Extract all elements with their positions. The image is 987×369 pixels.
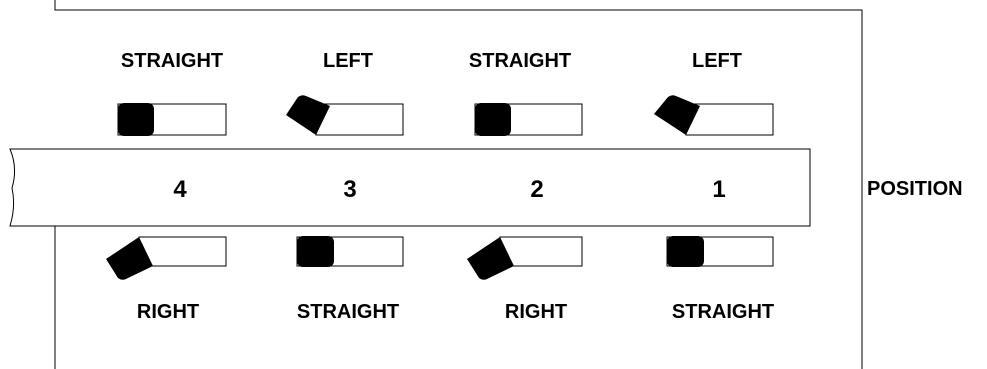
switch-2-top-label: STRAIGHT bbox=[469, 50, 571, 72]
switch-3-top-label: LEFT bbox=[323, 50, 373, 72]
switch-1-bottom-toggle-straight[interactable] bbox=[666, 236, 774, 267]
switch-3-bottom-label: STRAIGHT bbox=[297, 301, 399, 323]
switch-3-top-toggle-left[interactable] bbox=[286, 95, 404, 136]
switch-1-top-toggle-left[interactable] bbox=[654, 95, 774, 136]
switch-rail-bar bbox=[9, 148, 811, 227]
switch-2-top-toggle-straight[interactable] bbox=[474, 103, 583, 136]
switch-4-number: 4 bbox=[173, 176, 187, 203]
switch-2-number: 2 bbox=[530, 176, 543, 203]
switch-1-top-label: LEFT bbox=[692, 50, 742, 72]
switch-4-top-toggle-straight[interactable] bbox=[117, 103, 227, 136]
switch-2-bottom-toggle-right[interactable] bbox=[467, 236, 583, 280]
position-label: POSITION bbox=[867, 178, 963, 200]
switch-3-number: 3 bbox=[343, 176, 356, 203]
panel-frame bbox=[54, 0, 863, 369]
switch-1-bottom-label: STRAIGHT bbox=[672, 301, 774, 323]
switch-4-top-label: STRAIGHT bbox=[121, 50, 223, 72]
switch-4-bottom-toggle-right[interactable] bbox=[106, 236, 227, 280]
switch-2-bottom-label: RIGHT bbox=[505, 301, 567, 323]
switch-4-bottom-label: RIGHT bbox=[137, 301, 199, 323]
switch-3-bottom-toggle-straight[interactable] bbox=[296, 236, 404, 267]
switch-1-number: 1 bbox=[712, 176, 725, 203]
